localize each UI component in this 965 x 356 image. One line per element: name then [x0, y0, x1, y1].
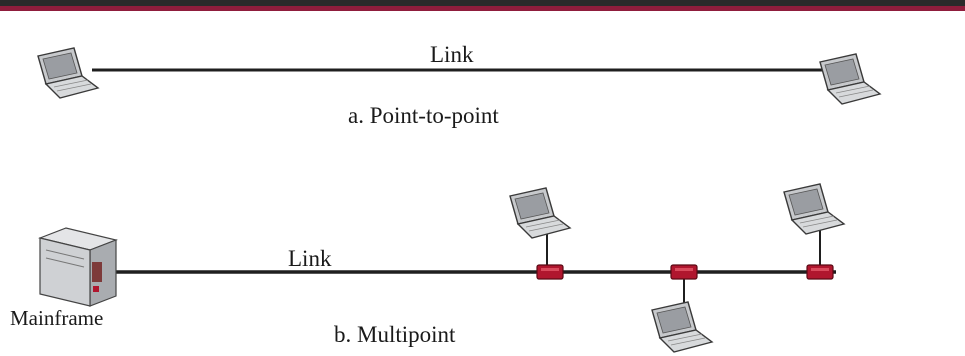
multipoint-caption: b. Multipoint [334, 322, 456, 347]
tap-connector [536, 264, 564, 280]
mainframe-label: Mainframe [10, 306, 104, 330]
tap-connector [806, 264, 834, 280]
header-rule [0, 0, 965, 14]
laptop-icon [783, 183, 845, 235]
laptop-icon [819, 53, 881, 105]
mainframe-icon [37, 227, 119, 307]
tap-connector [670, 264, 698, 280]
header-rule-accent [0, 6, 965, 11]
p2p-link-label: Link [430, 42, 474, 67]
laptop-icon [651, 301, 713, 353]
laptop-icon [509, 187, 571, 239]
p2p-caption: a. Point-to-point [348, 103, 499, 128]
header-rule-dark [0, 0, 965, 6]
multipoint-link-label: Link [288, 246, 332, 271]
laptop-icon [37, 47, 99, 99]
